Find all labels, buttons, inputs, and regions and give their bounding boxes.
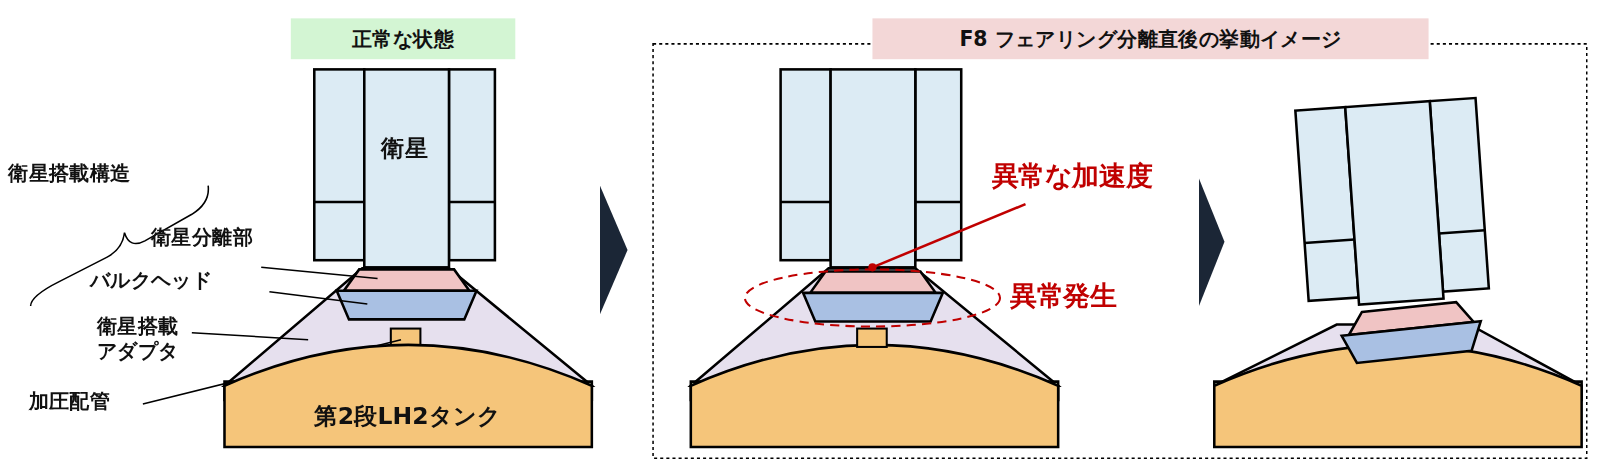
tank-body: 第2段LH2タンク [224,342,591,449]
node-text: 正常な状態 [291,26,515,54]
node-text: F8 フェアリング分離直後の挙動イメージ [872,26,1428,54]
dashed-panel [653,44,1587,458]
panel-heading: F8 フェアリング分離直後の挙動イメージ [872,18,1428,59]
leader-line [261,267,377,278]
structure-label: 衛星搭載構造 [8,160,130,186]
satellite-body: 衛星 [314,69,495,267]
lh2-tank [691,345,1058,447]
pressurization-pipe [857,329,887,347]
tank-outline [224,342,591,449]
middle-structure [691,69,1058,447]
panel-heading: 正常な状態 [291,18,515,59]
part-label: 加圧配管 [29,389,111,415]
separation-and-bulkhead [1339,300,1483,364]
leader-line [872,204,1025,267]
anomaly-dot [868,263,876,271]
separation-and-bulkhead [803,271,943,321]
leader-line [269,292,367,304]
part-label: 衛星搭載 アダプタ [97,313,199,364]
tilted-satellite [1295,98,1493,366]
satellite [1295,98,1489,308]
right-structure [1214,98,1581,447]
part-label: 衛星分離部 [151,224,253,250]
anomaly-label: 異常発生 [1010,280,1116,313]
satellite [781,69,962,267]
node-text: 第2段LH2タンク [224,401,591,433]
node-text: 衛星 [314,133,495,165]
lh2-tank [1214,345,1581,447]
anomaly-ellipse [745,269,1000,326]
anomaly-label: 異常な加速度 [992,159,1152,192]
satellite-outline [314,69,495,267]
leader-line [192,333,308,340]
arrow-triangle [1199,179,1225,307]
part-label: バルクヘッド [90,267,212,293]
arrow-triangle [600,186,628,315]
